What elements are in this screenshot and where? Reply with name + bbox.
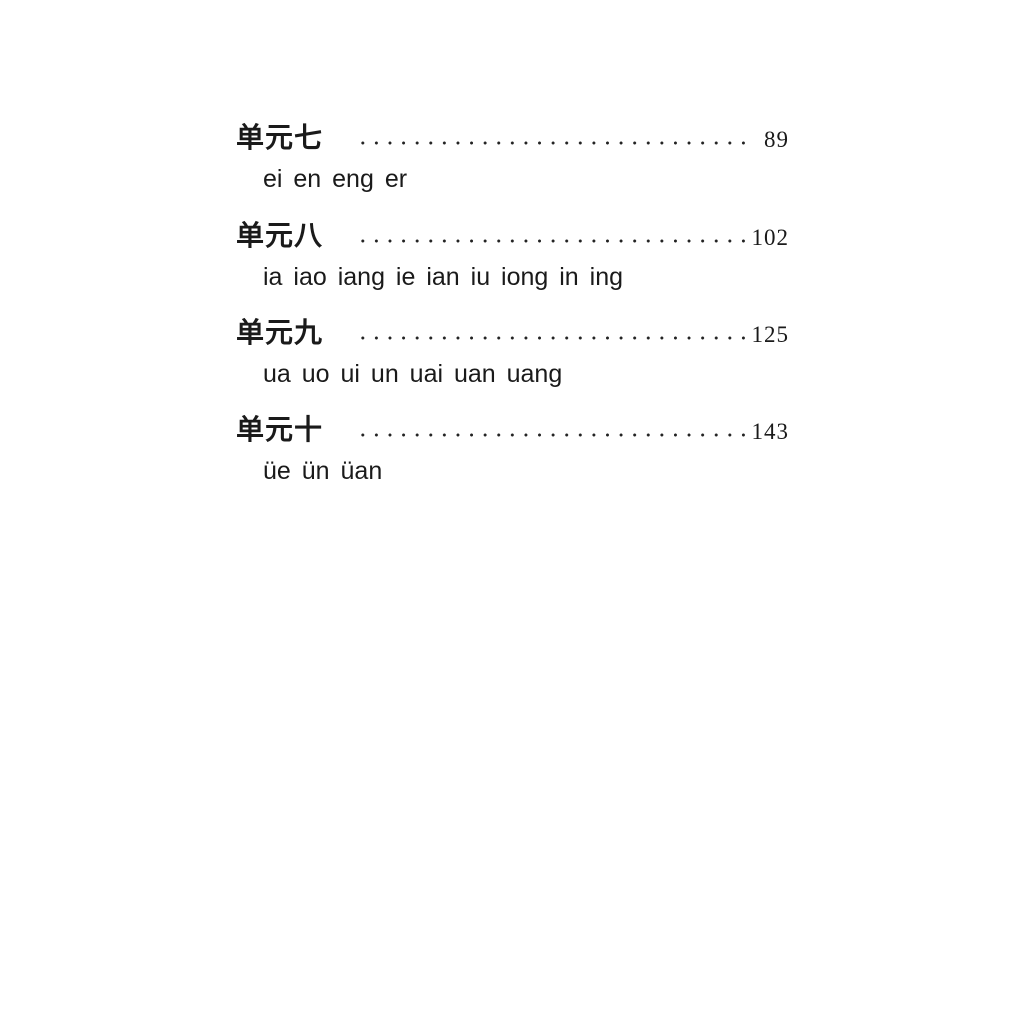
page-number: 143 xyxy=(751,419,789,444)
toc-entry-unit-7[interactable]: 单元七 89 ei en eng er xyxy=(236,121,792,201)
unit-sounds: üe ün üan xyxy=(263,457,383,485)
unit-title: 单元十 xyxy=(236,413,324,446)
unit-sounds: ia iao iang ie ian iu iong in ing xyxy=(263,263,624,291)
page-number: 102 xyxy=(751,225,789,250)
unit-title: 单元七 xyxy=(236,121,324,154)
dot-leader xyxy=(356,140,754,146)
unit-title: 单元九 xyxy=(236,316,324,349)
unit-title: 单元八 xyxy=(236,219,324,252)
dot-leader xyxy=(356,432,754,438)
unit-sounds: ua uo ui un uai uan uang xyxy=(263,360,563,388)
unit-sounds: ei en eng er xyxy=(263,165,408,193)
dot-leader xyxy=(356,238,754,244)
dot-leader xyxy=(356,335,754,341)
page-number: 89 xyxy=(764,127,789,152)
toc-entry-unit-10[interactable]: 单元十 143 üe ün üan xyxy=(236,413,792,493)
toc-entry-unit-8[interactable]: 单元八 102 ia iao iang ie ian iu iong in in… xyxy=(236,219,792,299)
toc-entry-unit-9[interactable]: 单元九 125 ua uo ui un uai uan uang xyxy=(236,316,792,396)
page-number: 125 xyxy=(751,322,789,347)
